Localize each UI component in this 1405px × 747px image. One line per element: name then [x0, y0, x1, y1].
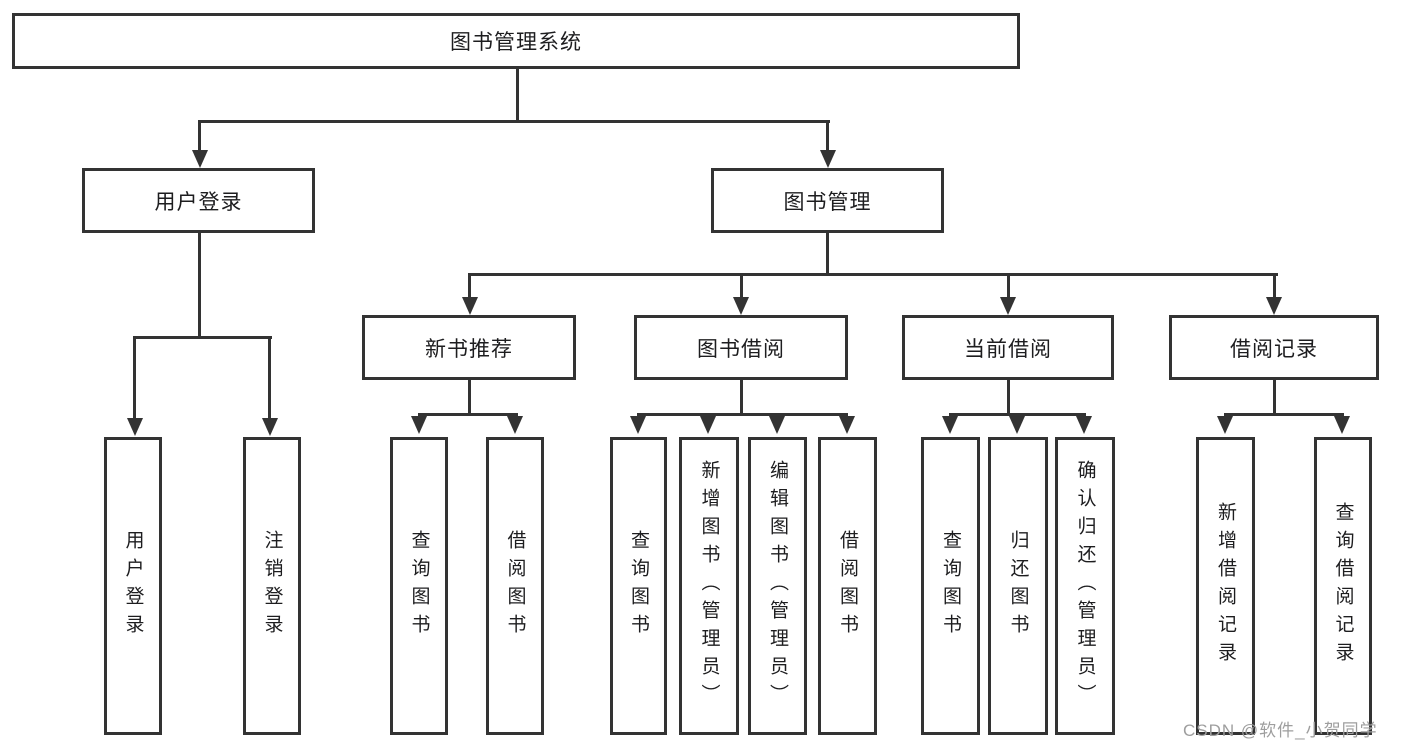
leaf-return-book: 归还图书 — [988, 437, 1048, 735]
arrowhead-down-icon — [839, 416, 855, 434]
connector-hline — [133, 336, 272, 339]
connector-vline — [1273, 273, 1276, 299]
leaf-borrow-book-recommend: 借阅图书 — [486, 437, 544, 735]
connector-vline — [516, 67, 519, 120]
leaf-confirm-return-admin: 确认归还（管理员） — [1055, 437, 1115, 735]
leaf-label: 归还图书 — [1007, 530, 1029, 642]
leaf-label: 查询借阅记录 — [1332, 502, 1354, 670]
connector-hline — [198, 120, 830, 123]
connector-hline — [468, 273, 1278, 276]
leaf-borrow-book-borrowing: 借阅图书 — [818, 437, 877, 735]
leaf-label: 确认归还（管理员） — [1074, 460, 1096, 712]
arrowhead-down-icon — [942, 416, 958, 434]
connector-vline — [268, 336, 271, 418]
node-borrow-records: 借阅记录 — [1169, 315, 1379, 380]
node-label: 新书推荐 — [425, 337, 513, 361]
leaf-label: 新增图书（管理员） — [698, 460, 720, 712]
arrowhead-down-icon — [507, 416, 523, 434]
node-root: 图书管理系统 — [12, 13, 1020, 69]
leaf-query-borrow-record: 查询借阅记录 — [1314, 437, 1372, 735]
leaf-label: 新增借阅记录 — [1215, 502, 1236, 670]
arrowhead-down-icon — [1266, 297, 1282, 315]
arrowhead-down-icon — [1076, 416, 1092, 434]
connector-vline — [1007, 273, 1010, 299]
node-label: 当前借阅 — [964, 337, 1052, 361]
node-root-label: 图书管理系统 — [450, 31, 582, 54]
leaf-query-book-recommend: 查询图书 — [390, 437, 448, 735]
leaf-label: 借阅图书 — [837, 530, 858, 642]
arrowhead-down-icon — [1000, 297, 1016, 315]
connector-vline — [740, 273, 743, 299]
node-book-borrowing: 图书借阅 — [634, 315, 848, 380]
leaf-label: 查询图书 — [940, 530, 961, 642]
arrowhead-down-icon — [630, 416, 646, 434]
arrowhead-down-icon — [462, 297, 478, 315]
arrowhead-down-icon — [192, 150, 208, 168]
leaf-query-book-current: 查询图书 — [921, 437, 980, 735]
arrowhead-down-icon — [1009, 416, 1025, 434]
arrowhead-down-icon — [127, 418, 143, 436]
node-current-borrowing: 当前借阅 — [902, 315, 1114, 380]
node-user-login: 用户登录 — [82, 168, 315, 233]
leaf-label: 查询图书 — [408, 530, 430, 642]
connector-vline — [468, 378, 471, 416]
connector-hline — [418, 413, 518, 416]
node-book-management: 图书管理 — [711, 168, 944, 233]
node-new-book-recommend: 新书推荐 — [362, 315, 576, 380]
connector-hline — [1224, 413, 1344, 416]
leaf-label: 查询图书 — [628, 530, 649, 642]
connector-vline — [198, 120, 201, 152]
leaf-add-book-admin: 新增图书（管理员） — [679, 437, 739, 735]
connector-vline — [1273, 378, 1276, 416]
leaf-user-login: 用户登录 — [104, 437, 162, 735]
arrowhead-down-icon — [769, 416, 785, 434]
watermark: CSDN @软件_小贺同学 — [1183, 721, 1378, 740]
arrowhead-down-icon — [1334, 416, 1350, 434]
connector-vline — [1007, 378, 1010, 416]
connector-hline — [637, 413, 848, 416]
connector-vline — [826, 231, 829, 276]
connector-vline — [468, 273, 471, 299]
arrowhead-down-icon — [1217, 416, 1233, 434]
arrowhead-down-icon — [733, 297, 749, 315]
leaf-logout: 注销登录 — [243, 437, 301, 735]
leaf-add-borrow-record: 新增借阅记录 — [1196, 437, 1255, 735]
leaf-label: 借阅图书 — [504, 530, 526, 642]
arrowhead-down-icon — [700, 416, 716, 434]
connector-hline — [949, 413, 1086, 416]
node-label: 借阅记录 — [1230, 337, 1318, 361]
connector-vline — [826, 120, 829, 152]
leaf-label: 用户登录 — [122, 530, 144, 642]
node-label: 图书借阅 — [697, 337, 785, 361]
arrowhead-down-icon — [411, 416, 427, 434]
leaf-edit-book-admin: 编辑图书（管理员） — [748, 437, 807, 735]
leaf-query-book-borrowing: 查询图书 — [610, 437, 667, 735]
node-label: 图书管理 — [783, 190, 872, 214]
connector-vline — [740, 378, 743, 416]
arrowhead-down-icon — [820, 150, 836, 168]
connector-vline — [198, 231, 201, 336]
arrowhead-down-icon — [262, 418, 278, 436]
node-label: 用户登录 — [154, 190, 243, 214]
leaf-label: 编辑图书（管理员） — [767, 460, 788, 712]
leaf-label: 注销登录 — [261, 530, 283, 642]
connector-vline — [133, 336, 136, 418]
